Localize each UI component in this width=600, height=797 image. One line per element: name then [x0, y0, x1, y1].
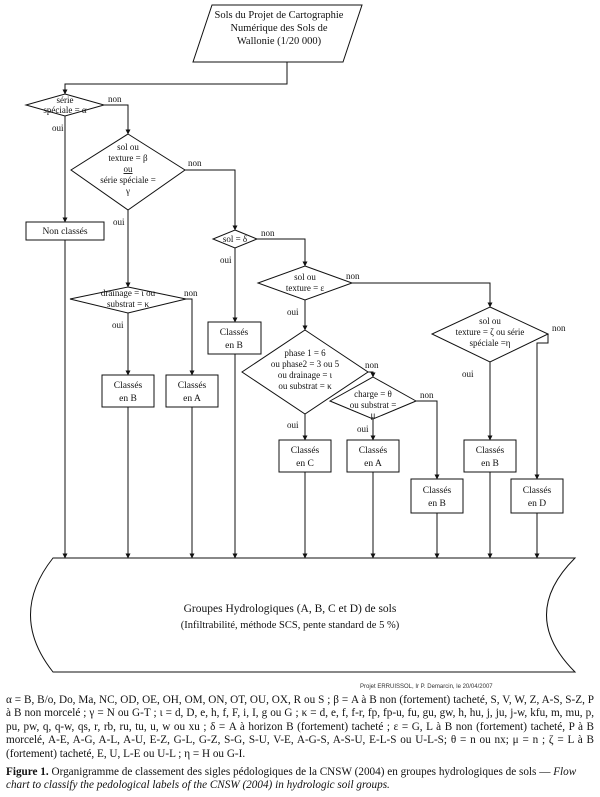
connector-lines	[62, 62, 549, 559]
result-label: en B	[225, 341, 243, 351]
result-label: Classés	[220, 328, 249, 338]
decision-label: texture = ζ ou série	[456, 327, 525, 337]
decision-label: ou substrat =	[350, 400, 397, 410]
result-label: Classés	[359, 446, 388, 456]
decision-label: sol ou	[117, 142, 139, 152]
result-label: en B	[428, 499, 446, 509]
final-title: Groupes Hydrologiques (A, B, C et D) de …	[184, 603, 397, 615]
decision-sol-delta: sol = δ non oui	[211, 228, 275, 265]
decision-serie-speciale-alpha: série spéciale = α non oui	[24, 93, 122, 133]
decision-texture-beta-gamma: sol ou texture = β ou série spéciale = γ…	[70, 133, 202, 227]
yes-label: oui	[112, 320, 124, 330]
decision-label: μ	[371, 410, 376, 420]
result-classes-d: Classés en D	[510, 478, 564, 514]
result-label: en A	[364, 459, 382, 469]
no-label: non	[420, 390, 434, 400]
no-label: non	[184, 288, 198, 298]
decision-texture-epsilon: sol ou texture = ε non oui	[256, 265, 360, 317]
decision-label: ou drainage = ι	[278, 370, 333, 380]
no-label: non	[108, 94, 122, 104]
final-subtitle: (Infiltrabilité, méthode SCS, pente stan…	[181, 620, 400, 631]
final-hydrologic-groups: Groupes Hydrologiques (A, B, C et D) de …	[30, 557, 577, 673]
no-label: non	[346, 271, 360, 281]
decision-charge-theta: charge = θ ou substrat = μ non oui	[328, 376, 434, 434]
result-classes-b: Classés en B	[101, 374, 155, 408]
decision-label: spéciale = α	[43, 105, 87, 115]
result-label: en C	[296, 459, 314, 469]
decision-label: sol ou	[294, 272, 316, 282]
result-classes-c: Classés en C	[278, 439, 332, 473]
result-classes-b: Classés en B	[410, 478, 464, 514]
decision-label: texture = ε	[286, 283, 325, 293]
decision-label: spéciale =η	[469, 338, 510, 348]
decision-label: charge = θ	[354, 389, 392, 399]
result-label: Classés	[114, 381, 143, 391]
no-label: non	[552, 323, 566, 333]
no-label: non	[365, 360, 379, 370]
credit-line: Projet ERRUISSOL, Ir P. Demarcin, le 20/…	[360, 684, 493, 690]
decision-drainage-iota: drainage = ι ou substrat = κ non oui	[69, 286, 198, 330]
result-label: Classés	[523, 486, 552, 496]
result-non-classes: Non classés	[25, 221, 105, 241]
flowchart: Sols du Projet de Cartographie Numérique…	[24, 4, 577, 673]
decision-label: ou	[124, 164, 134, 174]
result-label: Classés	[423, 486, 452, 496]
result-classes-a: Classés en A	[346, 439, 400, 473]
result-label: Classés	[291, 446, 320, 456]
yes-label: oui	[357, 424, 369, 434]
start-line: Numérique des Sols de	[230, 23, 327, 34]
result-label: Classés	[476, 446, 505, 456]
decision-label: drainage = ι ou	[101, 288, 156, 298]
decision-label: substrat = κ	[107, 299, 150, 309]
result-classes-b: Classés en B	[207, 321, 262, 355]
result-label: en D	[528, 499, 546, 509]
yes-label: oui	[462, 369, 474, 379]
start-line: Sols du Projet de Cartographie	[215, 10, 344, 21]
yes-label: oui	[287, 307, 299, 317]
result-classes-b: Classés en B	[463, 439, 517, 473]
start-node: Sols du Projet de Cartographie Numérique…	[192, 4, 363, 63]
decision-label: ou substrat = κ	[278, 381, 332, 391]
result-label: en B	[481, 459, 499, 469]
decision-label: sol = δ	[223, 234, 247, 244]
result-label: en B	[119, 394, 137, 404]
no-label: non	[261, 228, 275, 238]
no-label: non	[188, 158, 202, 168]
result-label: Classés	[178, 381, 207, 391]
decision-label: série	[57, 95, 74, 105]
figure-caption: Figure 1. Organigramme de classement des…	[6, 766, 594, 793]
decision-label: série spéciale =	[100, 175, 156, 185]
yes-label: oui	[113, 217, 125, 227]
decision-label: sol ou	[479, 316, 501, 326]
result-classes-a: Classés en A	[165, 374, 219, 408]
yes-label: oui	[287, 420, 299, 430]
decision-texture-zeta-eta: sol ou texture = ζ ou série spéciale =η …	[430, 306, 566, 379]
caption-label: Figure 1.	[6, 766, 49, 778]
caption-english: Flow chart to classify the pedological l…	[6, 766, 577, 792]
result-label: en A	[183, 394, 201, 404]
decision-label: γ	[125, 186, 130, 196]
result-label: Non classés	[42, 227, 87, 237]
caption-french: Organigramme de classement des sigles pé…	[48, 766, 554, 778]
decision-label: ou phase2 = 3 ou 5	[271, 359, 340, 369]
symbol-legend: α = B, B/o, Do, Ma, NC, OD, OE, OH, OM, …	[6, 694, 594, 760]
decision-label: texture = β	[108, 153, 148, 163]
decision-label: phase 1 = 6	[284, 348, 326, 358]
start-line: Wallonie (1/20 000)	[237, 36, 322, 47]
yes-label: oui	[220, 255, 232, 265]
yes-label: oui	[52, 123, 64, 133]
decision-phase-drainage: phase 1 = 6 ou phase2 = 3 ou 5 ou draina…	[241, 329, 379, 430]
